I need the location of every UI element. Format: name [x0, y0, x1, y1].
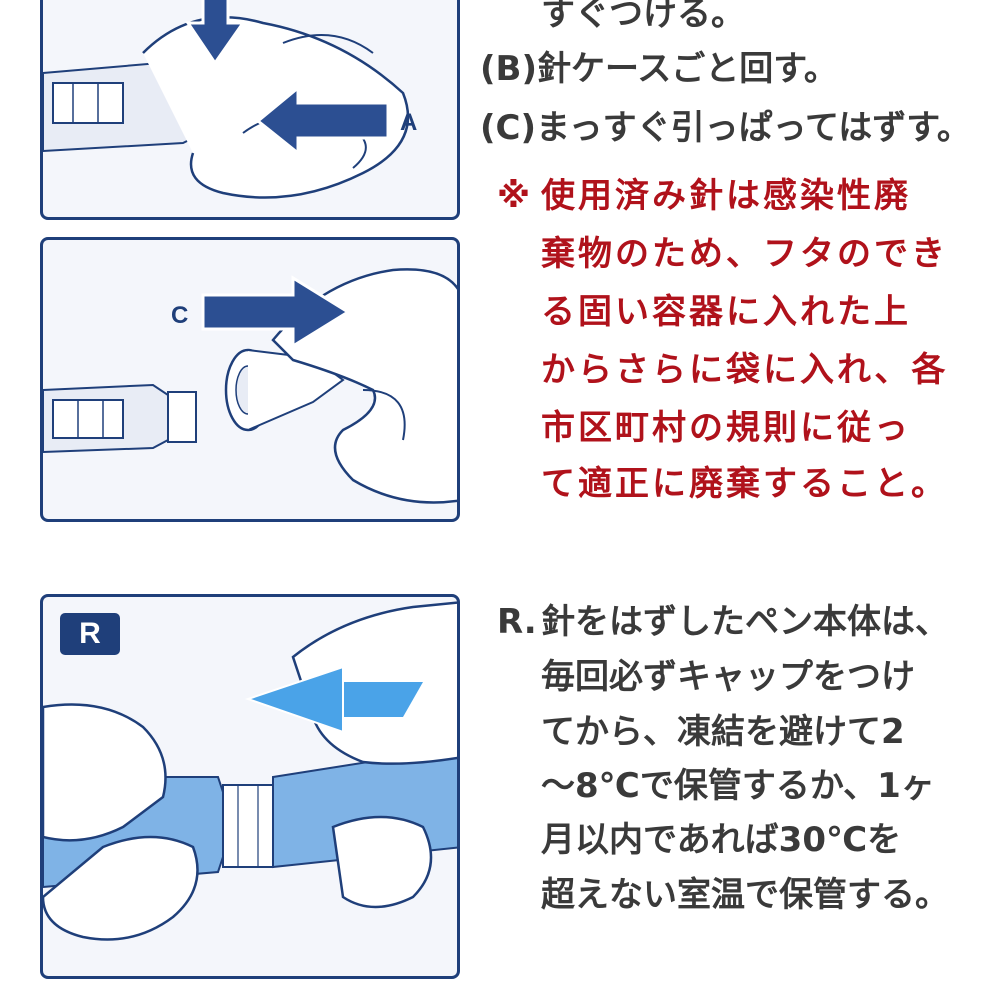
figure-label-r: R	[60, 613, 120, 655]
figure-twist-needle: A	[40, 0, 460, 220]
warning-mark: ※	[497, 176, 534, 216]
warning-line: 棄物のため、フタのでき	[541, 234, 948, 274]
pull-needle-illustration	[43, 268, 457, 504]
step-r-line: てから、凍結を避けて2	[541, 712, 905, 752]
figure-label-c: C	[171, 302, 189, 329]
step-r-line: 月以内であれば30℃を	[541, 820, 902, 860]
recap-pen-illustration	[43, 601, 457, 941]
figure-pull-needle: C	[40, 237, 460, 522]
step-r-line: 超えない室温で保管する。	[541, 875, 949, 915]
warning-line: る固い容器に入れた上	[541, 292, 911, 332]
warning-line: からさらに袋に入れ、各	[541, 350, 949, 390]
twist-needle-illustration	[43, 0, 410, 199]
step-c-text: (C)まっすぐ引っぱってはずす。	[480, 108, 971, 148]
warning-line: 市区町村の規則に従っ	[541, 408, 911, 448]
step-b-text: (B)針ケースごと回す。	[480, 49, 838, 89]
step-a-continuation: すぐつける。	[541, 0, 745, 34]
warning-line: 使用済み針は感染性廃	[541, 176, 911, 216]
step-r-line: 針をはずしたペン本体は、	[541, 602, 949, 642]
step-r-marker: R.	[497, 602, 537, 642]
warning-line: て適正に廃棄すること。	[541, 464, 948, 504]
step-r-line: ～8℃で保管するか、1ヶ	[541, 766, 935, 806]
figure-label-a: A	[400, 109, 418, 136]
figure-recap-pen: R	[40, 594, 460, 979]
step-r-line: 毎回必ずキャップをつけ	[541, 657, 915, 697]
